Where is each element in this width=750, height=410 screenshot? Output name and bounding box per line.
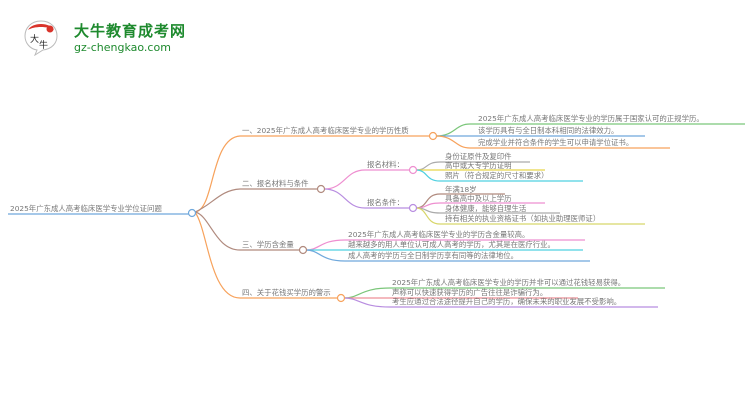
svg-text:牛: 牛 (39, 39, 48, 51)
branch1-node-icon (428, 131, 438, 141)
leaf-2-1-2[interactable]: 高中或大专学历证明 (445, 161, 512, 170)
leaf-1-2[interactable]: 该学历具有与全日制本科相同的法律效力。 (478, 126, 619, 135)
leaf-3-3[interactable]: 成人高考的学历与全日制学历享有同等的法律地位。 (348, 251, 518, 260)
leaf-2-2-1[interactable]: 年满18岁 (445, 185, 477, 194)
root-topic[interactable]: 2025年广东成人高考临床医学专业学位证问题 (10, 204, 162, 213)
logo-title: 大牛教育成考网 (74, 22, 187, 40)
leaf-4-2[interactable]: 声称可以快速获得学历的广告往往是诈骗行为。 (392, 288, 548, 297)
branch-4-topic[interactable]: 四、关于花钱买学历的警示 (242, 288, 331, 297)
branch-2-topic[interactable]: 二、报名材料与条件 (242, 179, 309, 188)
branch3-node-icon (298, 245, 308, 255)
speech-bubble-logo-icon: 大 牛 (24, 20, 58, 56)
root-node-icon (187, 208, 197, 218)
leaf-2-1-3[interactable]: 照片（符合规定的尺寸和要求） (445, 171, 549, 180)
leaf-1-1[interactable]: 2025年广东成人高考临床医学专业的学历属于国家认可的正规学历。 (478, 114, 704, 123)
materials-node-icon (408, 165, 418, 175)
leaf-1-3[interactable]: 完成学业并符合条件的学生可以申请学位证书。 (478, 138, 634, 147)
leaf-2-2-4[interactable]: 持有相关的执业资格证书（如执业助理医师证） (445, 214, 601, 223)
branch2-node-icon (316, 184, 326, 194)
subgroup-conditions[interactable]: 报名条件： (367, 198, 404, 207)
branch-3-topic[interactable]: 三、学历含金量 (242, 240, 294, 249)
svg-text:大: 大 (30, 33, 39, 45)
leaf-4-1[interactable]: 2025年广东成人高考临床医学专业的学历并非可以通过花钱轻易获得。 (392, 278, 626, 287)
conditions-node-icon (408, 203, 418, 213)
leaf-2-1-1[interactable]: 身份证原件及复印件 (445, 152, 512, 161)
leaf-2-2-3[interactable]: 身体健康，能够自理生活 (445, 204, 527, 213)
leaf-3-1[interactable]: 2025年广东成人高考临床医学专业的学历含金量较高。 (348, 230, 530, 239)
leaf-4-3[interactable]: 考生应通过合法途径提升自己的学历，确保未来的职业发展不受影响。 (392, 297, 622, 306)
branch4-node-icon (336, 293, 346, 303)
subgroup-materials[interactable]: 报名材料： (367, 160, 404, 169)
logo-url: gz-chengkao.com (74, 41, 171, 54)
leaf-3-2[interactable]: 越来越多的用人单位认可成人高考的学历，尤其是在医疗行业。 (348, 240, 555, 249)
site-logo[interactable]: 大 牛 大牛教育成考网 gz-chengkao.com (18, 14, 198, 60)
leaf-2-2-2[interactable]: 具备高中及以上学历 (445, 194, 512, 203)
branch-1-topic[interactable]: 一、2025年广东成人高考临床医学专业的学历性质 (242, 126, 409, 135)
